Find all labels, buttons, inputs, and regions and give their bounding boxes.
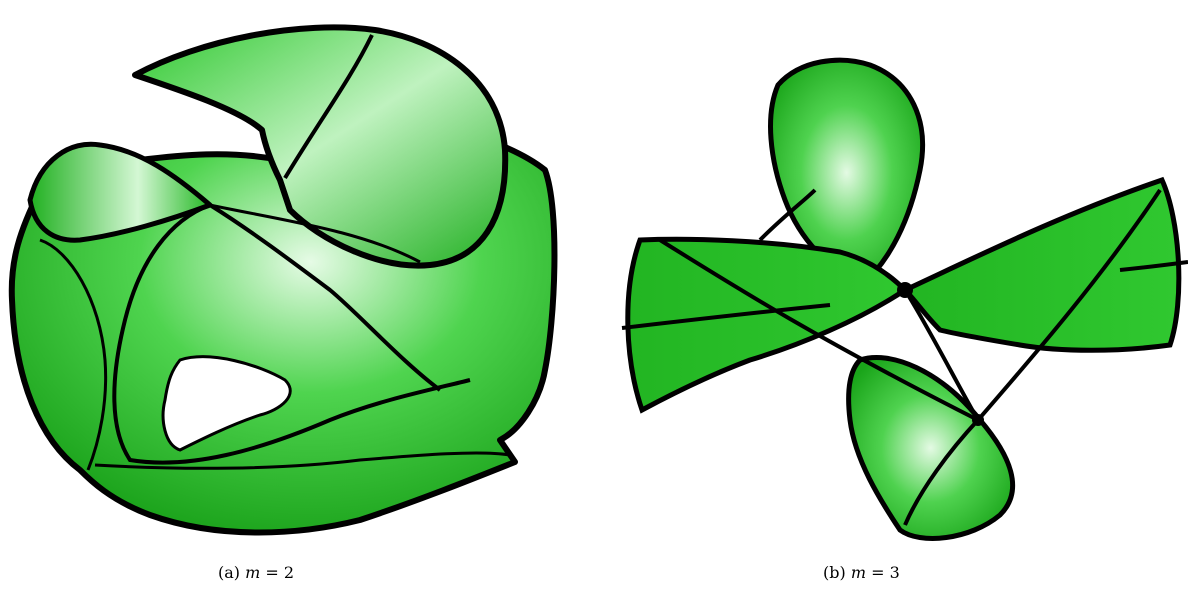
figure-panel-a: (a) m = 2 <box>0 0 560 590</box>
vertex-point <box>972 414 984 426</box>
caption-panel-a: (a) m = 2 <box>218 563 294 582</box>
surface-bottom-petal <box>849 358 1013 539</box>
caption-panel-b: (b) m = 3 <box>823 563 900 582</box>
surface-illustration-m2 <box>0 0 560 560</box>
vertex-point <box>897 282 913 298</box>
surface-illustration-m3 <box>600 0 1188 560</box>
figure-panel-b: (b) m = 3 <box>600 0 1188 590</box>
surface-right-cone <box>905 180 1179 350</box>
